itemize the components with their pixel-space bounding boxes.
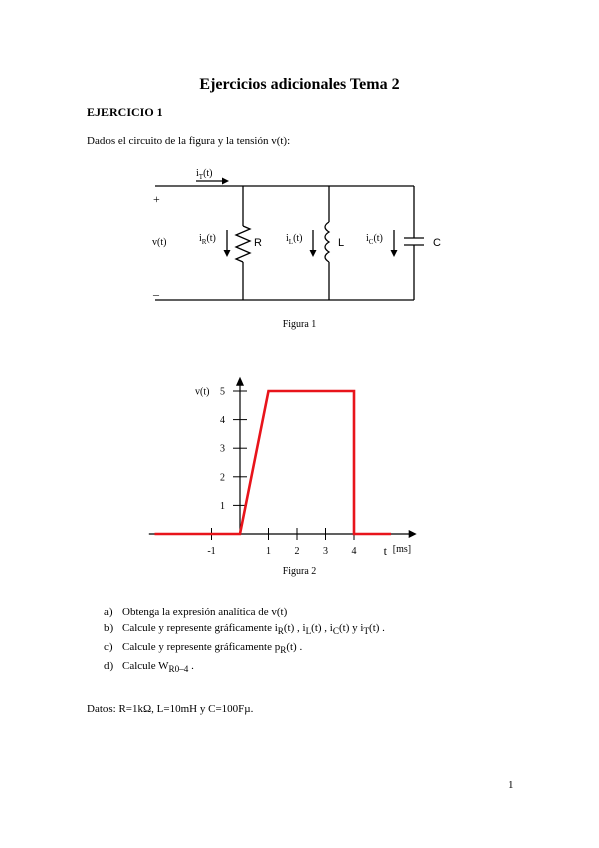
il-arrowhead bbox=[309, 250, 317, 257]
ir-arrowhead bbox=[223, 250, 231, 257]
voltage-series-line bbox=[154, 389, 392, 536]
il-label: iL(t) bbox=[286, 233, 303, 246]
minus-sign: – bbox=[152, 287, 160, 301]
question-d: d)Calcule WR0–4 . bbox=[104, 660, 194, 675]
figure2-caption: Figura 2 bbox=[282, 566, 317, 577]
ic-arrowhead bbox=[390, 250, 398, 257]
y-tick-label: 4 bbox=[220, 415, 225, 426]
y-tick-label: 5 bbox=[220, 387, 225, 398]
resistor-symbol bbox=[234, 225, 252, 263]
question-a: a)Obtenga la expresión analítica de v(t) bbox=[104, 606, 288, 618]
resistor-label: R bbox=[254, 237, 262, 249]
x-tick-label: -1 bbox=[207, 546, 215, 557]
y-axis-label: v(t) bbox=[195, 387, 209, 398]
intro-text: Dados el circuito de la figura y la tens… bbox=[87, 135, 291, 147]
page-number: 1 bbox=[508, 779, 514, 791]
y-tick-label: 1 bbox=[220, 501, 225, 512]
x-tick-label: 2 bbox=[295, 546, 300, 557]
question-c: c)Calcule y represente gráficamente pR(t… bbox=[104, 641, 303, 656]
ir-label: iR(t) bbox=[199, 233, 216, 246]
document-title: Ejercicios adicionales Tema 2 bbox=[199, 76, 400, 93]
x-tick-label: 4 bbox=[352, 546, 357, 557]
data-statement: Datos: R=1kΩ, L=10mH y C=100Fµ. bbox=[87, 703, 254, 715]
circuit-diagram: iT(t) + – v(t) iR(t) R iL(t) L iC(t) C bbox=[152, 168, 441, 301]
inductor-symbol bbox=[324, 221, 331, 263]
x-axis-arrowhead bbox=[408, 530, 417, 538]
voltage-label: v(t) bbox=[152, 237, 166, 248]
ic-label: iC(t) bbox=[366, 233, 383, 246]
y-tick-label: 3 bbox=[220, 444, 225, 455]
y-tick-label: 2 bbox=[220, 472, 225, 483]
y-axis-arrowhead bbox=[236, 376, 244, 386]
it-label: iT(t) bbox=[196, 168, 213, 181]
exercise-heading: EJERCICIO 1 bbox=[87, 105, 163, 119]
question-b: b)Calcule y represente gráficamente iR(t… bbox=[104, 622, 385, 637]
questions-list: a)Obtenga la expresión analítica de v(t)… bbox=[104, 604, 385, 678]
x-tick-label: 3 bbox=[323, 546, 328, 557]
inductor-label: L bbox=[338, 237, 344, 249]
plus-sign: + bbox=[153, 192, 160, 206]
x-tick-label: 1 bbox=[266, 546, 271, 557]
voltage-chart: -1 1 2 3 4 1 2 3 4 5 v(t) t [ms] bbox=[148, 376, 417, 558]
x-axis-unit: [ms] bbox=[393, 544, 411, 555]
figure1-caption: Figura 1 bbox=[282, 319, 317, 330]
x-axis-label: t bbox=[384, 544, 388, 558]
capacitor-label: C bbox=[433, 237, 441, 249]
